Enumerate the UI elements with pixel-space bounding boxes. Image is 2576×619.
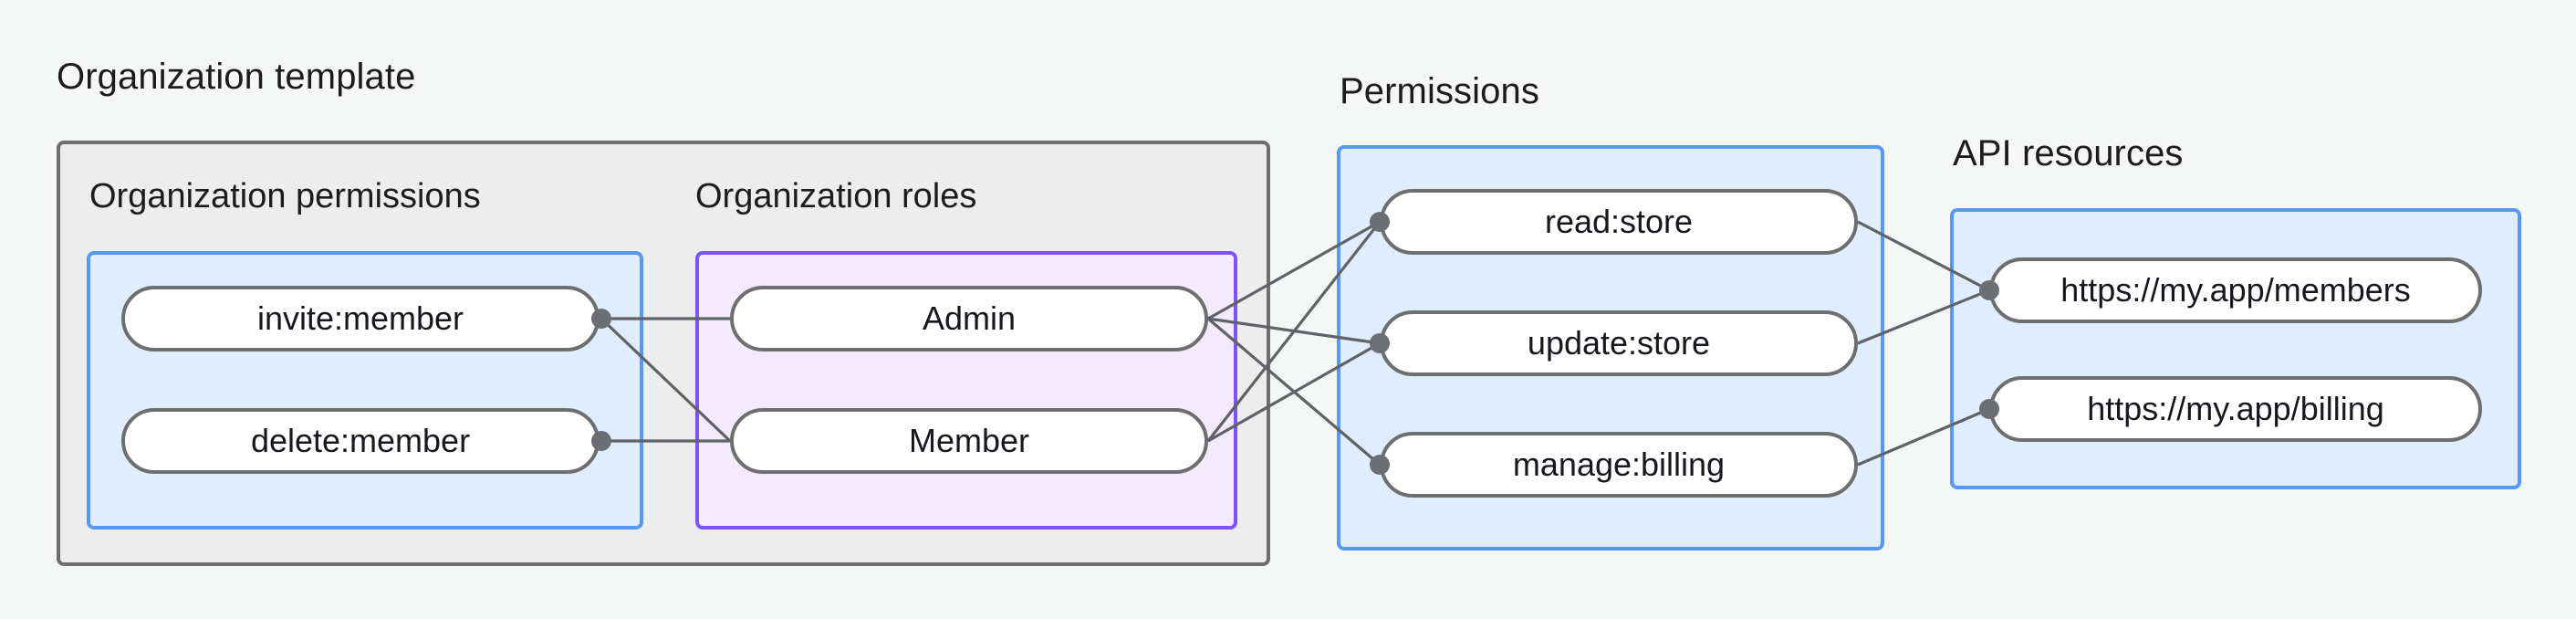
section-title-organization-permissions: Organization permissions <box>89 177 481 215</box>
node-invite-member[interactable]: invite:member <box>121 286 600 351</box>
node-read-store[interactable]: read:store <box>1380 189 1858 255</box>
node-admin[interactable]: Admin <box>730 286 1208 351</box>
node-billing-url[interactable]: https://my.app/billing <box>1989 376 2482 442</box>
node-member[interactable]: Member <box>730 408 1208 474</box>
section-title-organization-roles: Organization roles <box>695 177 977 215</box>
node-members-url[interactable]: https://my.app/members <box>1989 257 2482 323</box>
node-manage-billing[interactable]: manage:billing <box>1380 432 1858 498</box>
group-title-organization-template: Organization template <box>57 57 416 97</box>
group-title-permissions: Permissions <box>1340 71 1539 111</box>
node-delete-member[interactable]: delete:member <box>121 408 600 474</box>
node-update-store[interactable]: update:store <box>1380 310 1858 376</box>
group-title-api-resources: API resources <box>1953 133 2184 173</box>
container-api-resources <box>1950 208 2521 489</box>
